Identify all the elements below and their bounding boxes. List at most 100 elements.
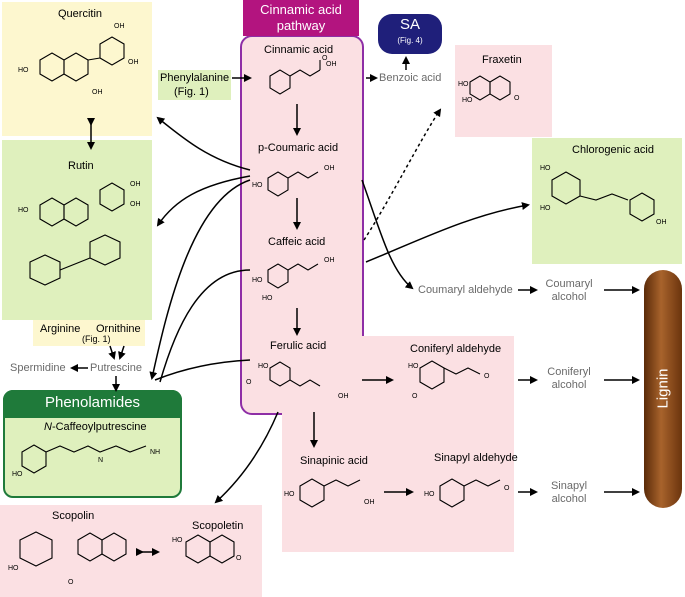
svg-text:HO: HO [12,471,23,478]
coumaryl-alcohol-line1: Coumaryl [545,278,593,290]
rutin-box [2,140,152,320]
chlorogenic-acid-label: Chlorogenic acid [572,144,654,156]
fraxetin-structure: HO HO O [458,75,520,104]
arrow-ornithine-putrescine [118,345,126,360]
svg-text:OH: OH [364,499,375,506]
caffeoylputrescine-prefix: N [44,421,52,433]
svg-text:HO: HO [252,182,263,189]
sinapyl-alcohol-line1: Sinapyl [550,480,588,492]
svg-text:HO: HO [18,207,29,214]
rutin-structure: HO OH OH [18,181,141,286]
scopolin-structure: HO O [8,531,127,586]
svg-text:O: O [322,55,328,62]
benzoic-acid-label: Benzoic acid [379,72,442,84]
quercitin-box [2,2,152,136]
caffeic-acid-label: Caffeic acid [268,236,326,248]
scopoletin-label: Scopoletin [192,520,244,532]
svg-text:HO: HO [462,97,473,104]
svg-text:N: N [98,457,103,464]
phenylalanine-box [158,70,231,100]
arrow-to-rutin [156,175,251,227]
svg-text:HO: HO [408,363,419,370]
svg-text:O: O [68,579,74,586]
sinapinic-structure: HO OH [284,478,375,508]
ornithine-label: Ornithine [96,323,141,335]
svg-text:OH: OH [130,181,141,188]
svg-text:O: O [236,555,242,562]
arrow-to-fraxetin [363,108,442,241]
svg-text:HO: HO [8,565,19,572]
svg-text:HO: HO [424,491,435,498]
coniferyl-aldehyde-label: Coniferyl aldehyde [410,343,502,355]
svg-text:HO: HO [18,67,29,74]
sinapyl-alcohol-line2: alcohol [551,493,587,505]
svg-text:OH: OH [326,61,337,68]
svg-text:HO: HO [258,363,269,370]
sinapinic-acid-label: Sinapinic acid [300,455,368,467]
sa-label: SA [399,16,420,33]
svg-text:O: O [514,95,520,102]
scopoletin-structure: HO O [172,534,242,564]
lignin-bar [644,270,682,508]
caffeoylputrescine-structure: HO N NH [12,444,160,478]
arrow-to-quercitin [156,116,251,171]
svg-text:HO: HO [252,277,263,284]
fraxetin-label: Fraxetin [482,54,522,66]
coumaric-acid-label: p-Coumaric acid [258,142,339,154]
pathway-title-line2: pathway [276,18,326,33]
phenylalanine-label: Phenylalanine [160,72,230,84]
svg-text:OH: OH [324,257,335,264]
ferulic-acid-label: Ferulic acid [270,340,327,352]
arginine-ref: (Fig. 1) [82,334,111,344]
scopolin-label: Scopolin [52,510,95,522]
coniferyl-alcohol-line1: Coniferyl [547,366,591,378]
arrow-arginine-putrescine [108,345,116,360]
phenolamides-header [3,390,182,418]
svg-text:OH: OH [324,165,335,172]
scopolin-box [0,505,262,597]
svg-text:HO: HO [262,295,273,302]
svg-text:OH: OH [338,393,349,400]
coumaryl-aldehyde-label: Coumaryl aldehyde [418,284,513,296]
svg-text:HO: HO [540,165,551,172]
caffeoylputrescine-name: -Caffeoylputrescine [51,421,147,433]
arrow-to-scopoletin [214,411,279,504]
cinnamic-acid-label: Cinnamic acid [264,44,334,56]
cinnamic-structure: OHO [269,55,337,95]
phenolamides-label: Phenolamides [44,394,141,411]
coniferyl-aldehyde-structure: HO O O [408,360,490,400]
svg-text:OH: OH [128,59,139,66]
svg-text:O: O [484,373,490,380]
svg-text:HO: HO [458,81,469,88]
coumaric-structure: HO OH [252,165,335,197]
svg-text:OH: OH [130,201,141,208]
svg-text:HO: HO [284,491,295,498]
arrow-caffeic-phenolamides [159,269,251,383]
arrow-to-chlorogenic [365,202,530,263]
svg-text:HO: HO [172,537,183,544]
rutin-label: Rutin [68,160,94,172]
putrescine-label: Putrescine [90,362,142,374]
caffeic-structure: HO HO OH [252,257,335,302]
sinapyl-aldehyde-label: Sinapyl aldehyde [434,452,518,464]
quercitin-label: Quercitin [58,8,103,20]
arginine-label: Arginine [40,323,81,335]
arginine-ornithine-box [33,320,145,346]
pathway-title-line1: Cinnamic acid [260,2,342,17]
arrow-ferulic-phenolamides [154,359,251,381]
sa-ref: (Fig. 4) [397,36,423,45]
caffeoylputrescine-label: N-Caffeoylputrescine [44,421,147,433]
sa-badge [378,14,442,54]
svg-text:NH: NH [150,449,160,456]
fraxetin-box [455,45,552,137]
svg-text:O: O [412,393,418,400]
coumaryl-alcohol-line2: alcohol [551,291,587,303]
svg-text:HO: HO [540,205,551,212]
pathway-header [243,0,359,36]
spermidine-label: Spermidine [10,362,66,374]
coniferyl-alcohol-line2: alcohol [551,379,587,391]
svg-text:OH: OH [92,89,103,96]
